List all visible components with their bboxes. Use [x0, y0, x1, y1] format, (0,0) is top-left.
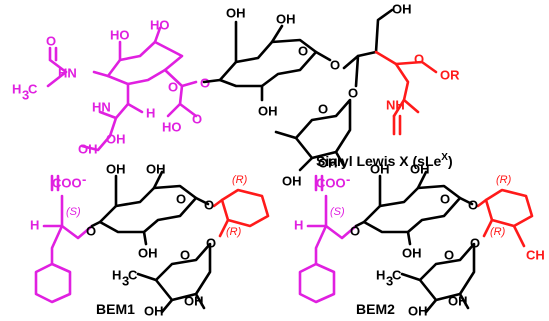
atom-label: O	[318, 101, 328, 116]
atom-label: H	[30, 217, 39, 232]
atom-label: OH	[144, 303, 164, 318]
atom-label: OH	[258, 103, 278, 118]
atom-label: OH	[408, 303, 428, 318]
atom-label: OH	[318, 155, 338, 170]
atom-label: OH	[146, 161, 166, 176]
glcnac-unit	[342, 8, 438, 136]
atom-label: 3	[386, 273, 393, 288]
atom-label: OH	[276, 11, 296, 26]
stereo-label: (R)	[232, 174, 248, 186]
atom-label: OH	[184, 293, 204, 308]
atom-label: OH	[392, 1, 412, 16]
atom-label: 3	[22, 87, 29, 102]
atom-label: H	[376, 267, 385, 282]
bem2-structure	[298, 170, 534, 314]
atom-label: -	[82, 171, 86, 186]
atom-label: O	[348, 85, 358, 100]
bem2-label: BEM2	[356, 301, 395, 317]
atom-label: O	[298, 43, 308, 58]
atom-label: COO	[52, 175, 82, 190]
atom-label: OH	[410, 161, 430, 176]
atom-label: O	[440, 191, 450, 206]
atom-label: C	[28, 81, 38, 96]
atom-label: CH	[526, 247, 545, 262]
atom-label: O	[204, 197, 214, 212]
atom-label: COO	[316, 175, 346, 190]
atom-label: O	[180, 247, 190, 262]
atom-label: HN	[58, 65, 77, 80]
atom-label: OH	[448, 293, 468, 308]
atom-label: 3	[122, 273, 129, 288]
atom-label: HO	[162, 119, 182, 134]
atom-label: O	[350, 223, 360, 238]
atom-label: -	[346, 171, 350, 186]
galactose-unit	[202, 20, 332, 102]
slex-label: Sialyl Lewis X (sLeX)	[316, 152, 453, 169]
atom-label: OH	[282, 173, 302, 188]
sialic-acid-unit	[46, 26, 198, 152]
bem1-label: BEM1	[96, 301, 135, 317]
atom-label: C	[128, 267, 138, 282]
atom-label: O	[470, 235, 480, 250]
atom-label: NH	[386, 97, 405, 112]
atom-label: OH	[78, 141, 98, 156]
atom-label: O	[176, 191, 186, 206]
atom-label: O	[206, 235, 216, 250]
bem1-structure	[34, 170, 270, 314]
atom-label: OH	[106, 131, 126, 146]
stereo-label: (R)	[496, 174, 512, 186]
atom-label: H	[12, 81, 21, 96]
atom-label: O	[468, 197, 478, 212]
stereo-label: (R)	[490, 226, 506, 238]
fucose-unit	[274, 98, 352, 172]
atom-label: O	[192, 111, 202, 126]
atom-label: OH	[106, 161, 126, 176]
atom-label: O	[86, 223, 96, 238]
atom-label: HO	[150, 17, 170, 32]
atom-label: OH	[226, 5, 246, 20]
atom-label: H	[146, 105, 155, 120]
atom-label: OR	[440, 67, 460, 82]
atom-label: OH	[370, 161, 390, 176]
atom-label: HO	[110, 27, 130, 42]
atom-label: O	[168, 79, 178, 94]
atom-label: O	[330, 57, 340, 72]
atom-label: OH	[402, 245, 422, 260]
atom-label: H	[112, 267, 121, 282]
atom-label: O	[46, 33, 56, 48]
stereo-label: (R)	[226, 226, 242, 238]
stereo-label: (S)	[330, 206, 345, 218]
atom-label: C	[392, 267, 402, 282]
atom-label: OH	[138, 245, 158, 260]
atom-label: HN	[92, 99, 111, 114]
stereo-label: (S)	[66, 206, 81, 218]
atom-label: O	[444, 247, 454, 262]
atom-label: H	[294, 217, 303, 232]
atom-label: O	[414, 51, 424, 66]
